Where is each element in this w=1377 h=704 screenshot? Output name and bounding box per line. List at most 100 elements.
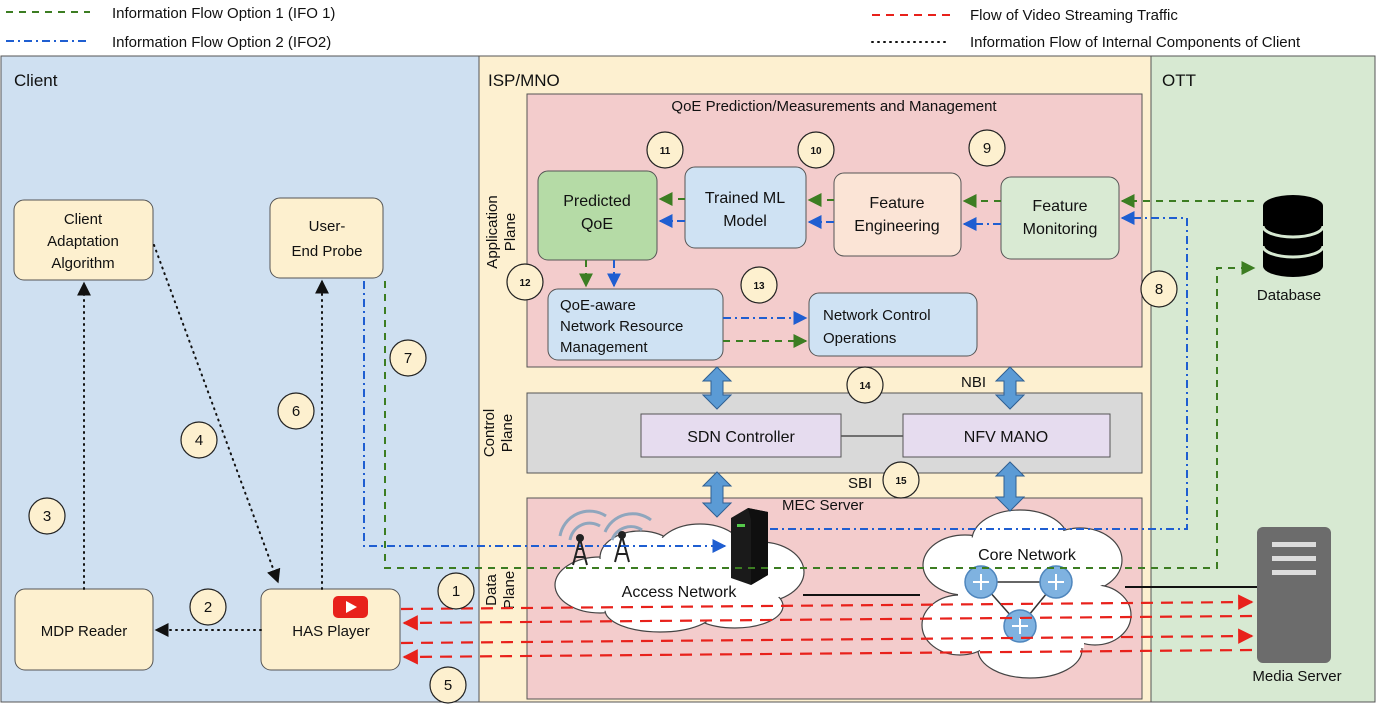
router-icon <box>1039 565 1073 599</box>
feature-engineering-node <box>833 172 962 257</box>
mdp-reader-label: MDP Reader <box>41 623 127 640</box>
step-number: 12 <box>519 278 531 289</box>
nbi-label: NBI <box>961 374 986 391</box>
predicted-qoe-label-line2: QoE <box>581 216 613 233</box>
step-number: 14 <box>859 381 871 392</box>
ifo1-probe-to-database <box>384 261 1256 569</box>
network-control-ops-label-line2: Operations <box>823 330 896 347</box>
step-number: 7 <box>404 350 412 367</box>
ifo2-probe-to-mec <box>363 281 727 553</box>
legend-video-label: Flow of Video Streaming Traffic <box>970 7 1178 24</box>
app-control-double-arrow-left <box>701 366 733 410</box>
predicted-qoe-node <box>537 170 658 261</box>
youtube-icon <box>333 596 368 618</box>
svg-text:Plane: Plane <box>499 414 516 452</box>
has-player-label: HAS Player <box>292 623 370 640</box>
step-badge-10 <box>797 131 835 169</box>
sdn-controller-label: SDN Controller <box>687 429 795 446</box>
trained-ml-label-line2: Model <box>723 213 767 230</box>
qoe-management-title: QoE Prediction/Measurements and Manageme… <box>671 98 997 115</box>
svg-text:Application: Application <box>484 195 501 268</box>
database-label: Database <box>1257 287 1321 304</box>
svg-text:Control: Control <box>481 409 498 457</box>
video-flow-request-2 <box>400 628 1254 645</box>
client-region-title: Client <box>14 71 58 90</box>
flow-adaptation-to-has <box>153 244 281 584</box>
qoe-aware-nrm-node <box>547 288 724 361</box>
feature-engineering-label-line2: Engineering <box>854 218 939 235</box>
step-badge-5 <box>429 666 467 704</box>
trained-ml-model-node <box>684 166 807 249</box>
step-badge-12 <box>506 263 544 301</box>
step-number: 1 <box>452 583 460 600</box>
step-badge-14 <box>846 366 884 404</box>
client-adaptation-label-line3: Algorithm <box>51 255 114 272</box>
feature-monitoring-label-line2: Monitoring <box>1023 221 1098 238</box>
router-icon <box>964 565 998 599</box>
app-control-double-arrow-right <box>994 366 1026 410</box>
legend: Information Flow Option 1 (IFO 1) Inform… <box>6 5 1301 51</box>
user-end-probe-node <box>269 197 384 279</box>
video-flow-response-1 <box>402 614 1253 631</box>
qoe-aware-nrm-label-line1: QoE-aware <box>560 297 636 314</box>
step-number: 6 <box>292 403 300 420</box>
step-number: 9 <box>983 140 991 157</box>
step-badge-11 <box>646 131 684 169</box>
control-data-double-arrow-right <box>994 461 1026 512</box>
video-flow-request-1 <box>400 594 1254 611</box>
isp-region-title: ISP/MNO <box>488 71 560 90</box>
client-adaptation-label-line2: Adaptation <box>47 233 119 250</box>
step-number: 11 <box>660 146 671 157</box>
application-plane-label: Application Plane <box>484 195 519 268</box>
step-badge-9 <box>968 129 1006 167</box>
step-badge-13 <box>740 266 778 304</box>
trained-ml-label-line1: Trained ML <box>705 190 785 207</box>
legend-internal-label: Information Flow of Internal Components … <box>970 34 1301 51</box>
feature-monitoring-label-line1: Feature <box>1032 198 1087 215</box>
client-adaptation-label-line1: Client <box>64 211 103 228</box>
step-number: 2 <box>204 599 212 616</box>
step-badge-6 <box>277 392 315 430</box>
step-badge-8 <box>1140 270 1178 308</box>
mec-server-icon <box>731 508 768 585</box>
step-number: 4 <box>195 432 203 449</box>
user-end-probe-label-line1: User- <box>309 218 346 235</box>
qoe-aware-nrm-label-line2: Network Resource <box>560 318 683 335</box>
step-number: 10 <box>810 146 822 157</box>
qoe-aware-nrm-label-line3: Management <box>560 339 648 356</box>
database-icon <box>1261 195 1325 277</box>
step-badge-3 <box>28 497 66 535</box>
access-network-label: Access Network <box>622 584 738 601</box>
legend-ifo1-label: Information Flow Option 1 (IFO 1) <box>112 5 335 22</box>
control-data-double-arrow-left <box>701 471 733 518</box>
step-number: 15 <box>895 476 907 487</box>
svg-text:Data: Data <box>483 574 500 606</box>
control-plane-label: Control Plane <box>481 409 516 457</box>
user-end-probe-label-line2: End Probe <box>292 243 363 260</box>
ott-region-title: OTT <box>1162 71 1196 90</box>
core-network-label: Core Network <box>978 547 1077 564</box>
svg-text:Plane: Plane <box>501 571 518 609</box>
step-number: 13 <box>753 281 765 292</box>
step-badge-2 <box>189 588 227 626</box>
network-control-ops-label-line1: Network Control <box>823 307 931 324</box>
mec-server-label: MEC Server <box>782 497 864 514</box>
media-server-label: Media Server <box>1252 668 1341 685</box>
step-number: 8 <box>1155 281 1163 298</box>
step-badge-15 <box>882 461 920 499</box>
sbi-label: SBI <box>848 475 872 492</box>
client-adaptation-node <box>13 199 154 281</box>
ifo2-mec-to-monitoring <box>770 211 1188 530</box>
step-badge-1 <box>437 572 475 610</box>
step-badge-7 <box>389 339 427 377</box>
predicted-qoe-label-line1: Predicted <box>563 193 631 210</box>
video-flow-response-2 <box>402 648 1253 665</box>
feature-monitoring-node <box>1000 176 1120 260</box>
step-number: 5 <box>444 677 452 694</box>
data-plane-label: Data Plane <box>483 571 518 609</box>
media-server-icon <box>1257 527 1331 663</box>
network-control-ops-node <box>808 292 978 357</box>
svg-text:Plane: Plane <box>502 213 519 251</box>
core-network-cloud <box>921 509 1132 679</box>
legend-ifo2-label: Information Flow Option 2 (IFO2) <box>112 34 331 51</box>
